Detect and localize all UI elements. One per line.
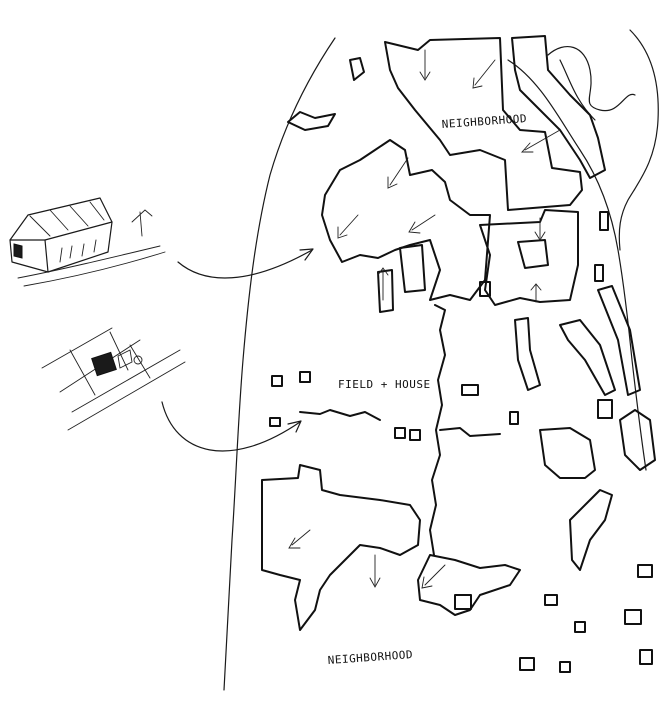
block-east-diag-2 (597, 285, 641, 396)
house-plot-vignette-icon (41, 327, 186, 431)
block-south-east-1 (539, 427, 596, 479)
spine-vertical (429, 304, 446, 556)
block-small-nw (287, 111, 336, 131)
block-south-west (261, 464, 421, 631)
arrow-house-to-site (161, 401, 301, 452)
courtyard (517, 239, 549, 269)
label-neighborhood-north: NEIGHBORHOOD (441, 112, 527, 131)
block-north-2 (511, 35, 606, 179)
spine-horizontal (299, 409, 381, 421)
direction-arrows (288, 49, 561, 589)
arrowhead-house (287, 420, 302, 433)
block-southeast-3 (619, 409, 656, 471)
block-south-center (417, 554, 521, 616)
block-east-diag (559, 319, 616, 396)
river-bank-east (618, 29, 659, 251)
river-inlet (547, 46, 636, 121)
barn-vignette-icon (9, 197, 166, 287)
block-small-ne (349, 57, 365, 81)
spine-east (439, 427, 501, 437)
arrow-barn-to-site (177, 249, 313, 279)
block-north-center (479, 209, 579, 306)
block-south-east-2 (569, 489, 613, 571)
label-field-house: FIELD + HOUSE (338, 378, 431, 391)
arrowhead-barn (299, 248, 314, 261)
coastline (223, 37, 336, 691)
block-strip-1 (399, 244, 426, 293)
block-east-strip (514, 317, 541, 391)
block-north-west-large (321, 139, 491, 301)
small-houses (269, 211, 653, 673)
block-strip-2 (377, 269, 394, 313)
label-neighborhood-south: NEIGHBORHOOD (327, 648, 413, 667)
block-north-1 (384, 37, 583, 211)
